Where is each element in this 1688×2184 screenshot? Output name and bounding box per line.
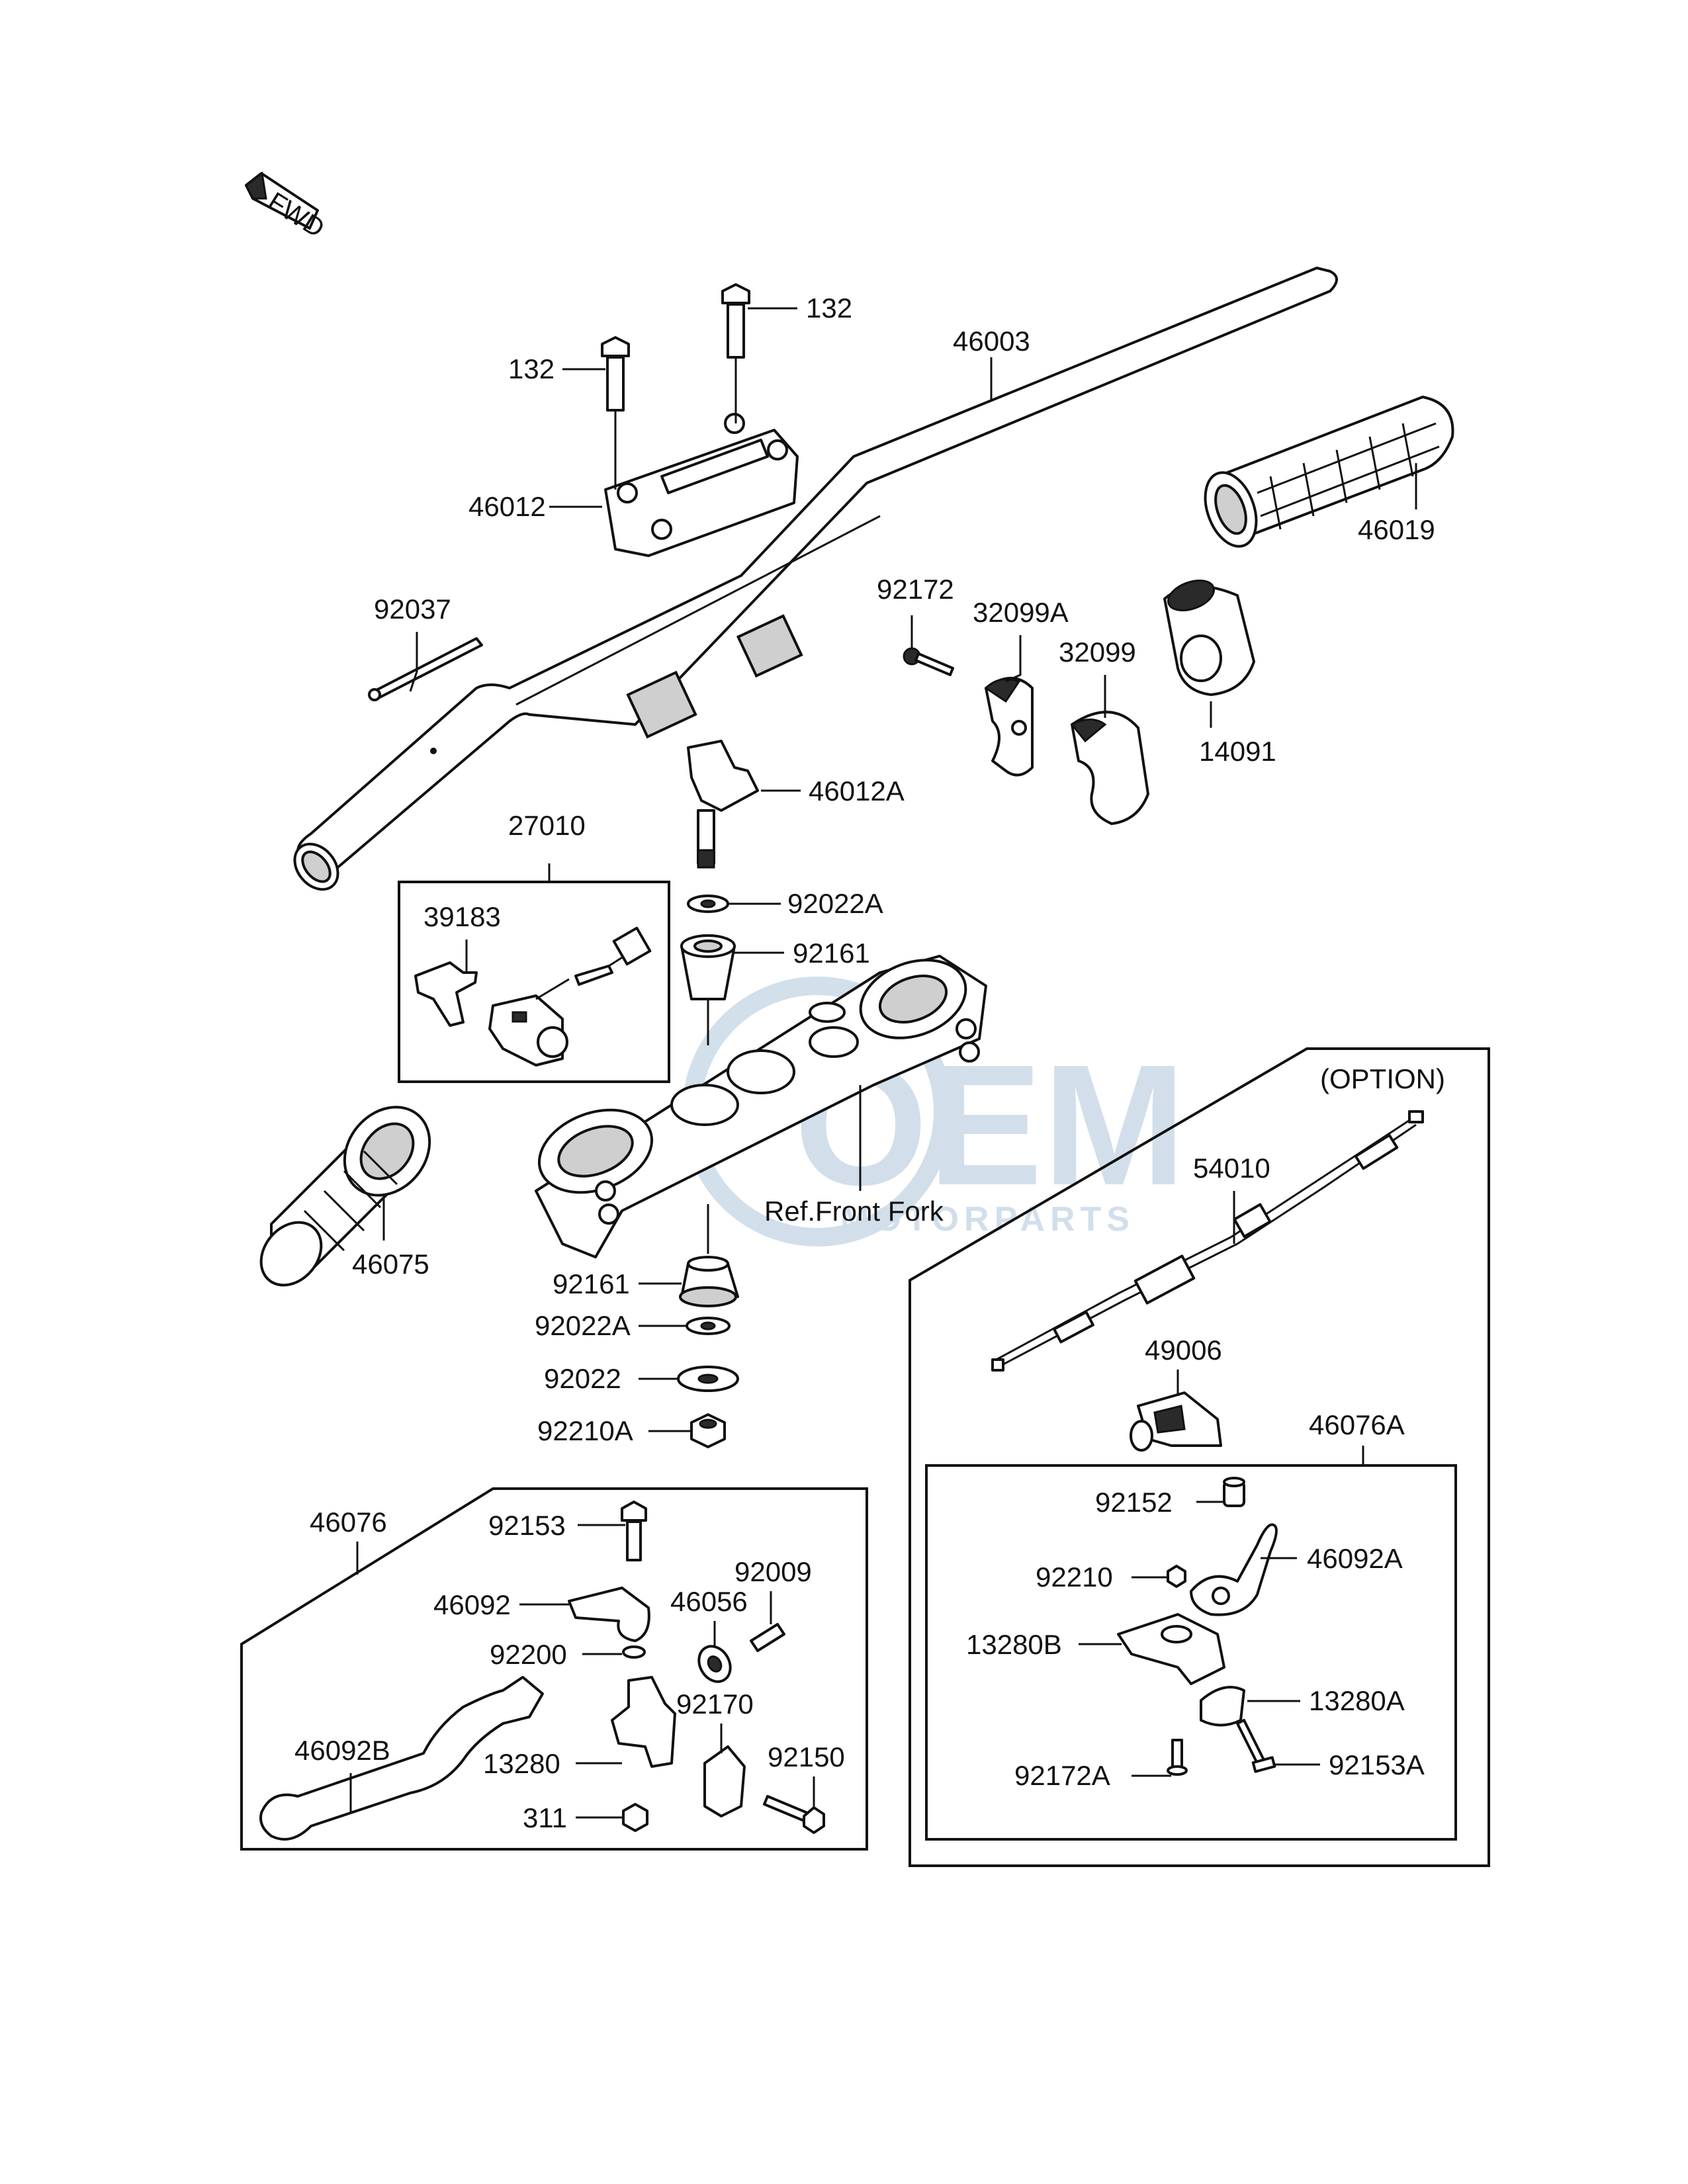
option-group: (OPTION) (909, 1047, 1490, 1867)
lever-assembly-46076-box (240, 1487, 868, 1851)
washer-92022A-top (687, 895, 729, 913)
label-92161-bottom: 92161 (553, 1268, 630, 1299)
label-92161-top: 92161 (793, 938, 870, 969)
label-46003: 46003 (953, 326, 1030, 357)
throttle-grip-46019 (1204, 396, 1454, 548)
bolt-132-left (601, 336, 630, 412)
label-92037: 92037 (374, 593, 451, 625)
label-92152: 92152 (1095, 1487, 1173, 1518)
label-46092: 46092 (433, 1589, 511, 1620)
label-92172: 92172 (877, 574, 954, 605)
washer-92022 (677, 1366, 739, 1392)
label-32099: 32099 (1059, 636, 1136, 668)
label-92170: 92170 (676, 1688, 754, 1720)
label-39183: 39183 (423, 901, 501, 932)
bolt-132-right (721, 283, 750, 359)
label-92210: 92210 (1036, 1561, 1113, 1593)
watermark-subtitle: MOTORPARTS (840, 1200, 1135, 1239)
label-27010: 27010 (508, 810, 586, 841)
label-92172A: 92172A (1014, 1760, 1110, 1791)
option-label: (OPTION) (1320, 1063, 1445, 1094)
label-46092A: 46092A (1307, 1543, 1403, 1574)
cover-14091 (1163, 580, 1255, 696)
label-46076: 46076 (310, 1507, 387, 1538)
triple-clamp (535, 955, 987, 1258)
label-92022A-bottom: 92022A (535, 1310, 631, 1341)
handlebar-clamp-46012 (604, 413, 799, 557)
label-92210A: 92210A (537, 1415, 633, 1446)
label-49006: 49006 (1145, 1334, 1222, 1366)
clip-92037 (368, 637, 483, 701)
label-32099A: 32099A (973, 597, 1069, 628)
label-14091: 14091 (1199, 736, 1276, 767)
part-number-labels: 132 132 46003 46012 46019 92037 92172 32… (294, 292, 1435, 1833)
label-92022A-top: 92022A (787, 888, 883, 919)
throttle-housing-32099 (1070, 711, 1149, 825)
label-92009: 92009 (734, 1556, 812, 1587)
label-132-left: 132 (508, 353, 555, 384)
label-92153A: 92153A (1329, 1749, 1425, 1780)
label-46019: 46019 (1358, 514, 1435, 545)
label-311: 311 (523, 1802, 567, 1833)
label-46076A: 46076A (1309, 1409, 1405, 1440)
kill-switch-box-27010 (398, 881, 670, 1083)
label-92150: 92150 (768, 1741, 845, 1772)
label-46012A: 46012A (809, 775, 905, 807)
label-54010: 54010 (1193, 1153, 1270, 1184)
adjuster-49006 (1130, 1391, 1222, 1452)
fwd-arrow-icon: FWD (245, 171, 330, 243)
label-46012: 46012 (468, 491, 546, 522)
label-13280A: 13280A (1309, 1685, 1405, 1716)
label-92022: 92022 (544, 1363, 621, 1394)
screw-92172 (903, 647, 954, 676)
label-13280B: 13280B (966, 1629, 1062, 1660)
label-92153: 92153 (488, 1510, 566, 1541)
bush-92161-bottom (679, 1256, 739, 1307)
cable-54010 (991, 1110, 1424, 1372)
label-46075: 46075 (352, 1248, 429, 1280)
nut-92210A (690, 1413, 726, 1448)
holder-46012A (687, 740, 759, 869)
grip-46075 (259, 1106, 431, 1287)
ref-front-fork-label: Ref.Front Fork (764, 1196, 944, 1227)
label-46056: 46056 (670, 1586, 748, 1617)
leader-lines (349, 307, 1417, 1819)
bush-92161-top (680, 934, 736, 1000)
washer-92022A-bottom (686, 1317, 731, 1335)
label-13280: 13280 (483, 1748, 560, 1779)
label-46092B: 46092B (294, 1735, 390, 1766)
label-132-right: 132 (806, 292, 852, 324)
throttle-housing-32099A (984, 677, 1034, 777)
label-92200: 92200 (490, 1639, 567, 1670)
handlebar-46003 (293, 267, 1338, 891)
lever-assembly-46076A-box (925, 1464, 1457, 1841)
